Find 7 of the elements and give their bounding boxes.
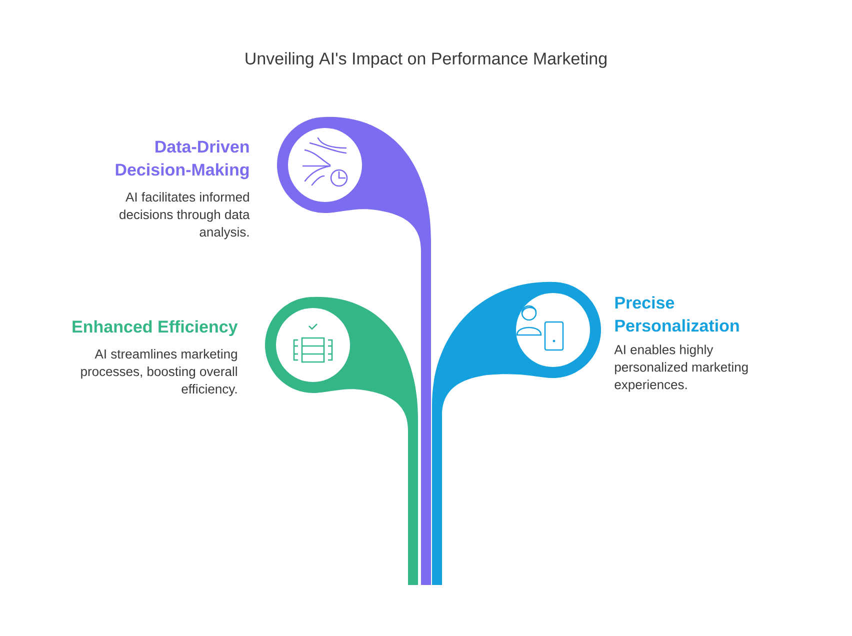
heading: Enhanced Efficiency: [72, 320, 238, 336]
heading: Precise Personalization: [615, 296, 739, 332]
description: AI streamlines marketing processes, boosting overall efficiency.: [81, 349, 237, 396]
description: AI enables highly personalized marketing experiences.: [614, 344, 748, 392]
heading: Data-Driven Decision-Making: [116, 140, 249, 180]
title: Unveiling AI's Impact on Performance Marketing: [246, 52, 606, 68]
description: AI facilitates informed decisions through data analysis.: [120, 192, 250, 240]
